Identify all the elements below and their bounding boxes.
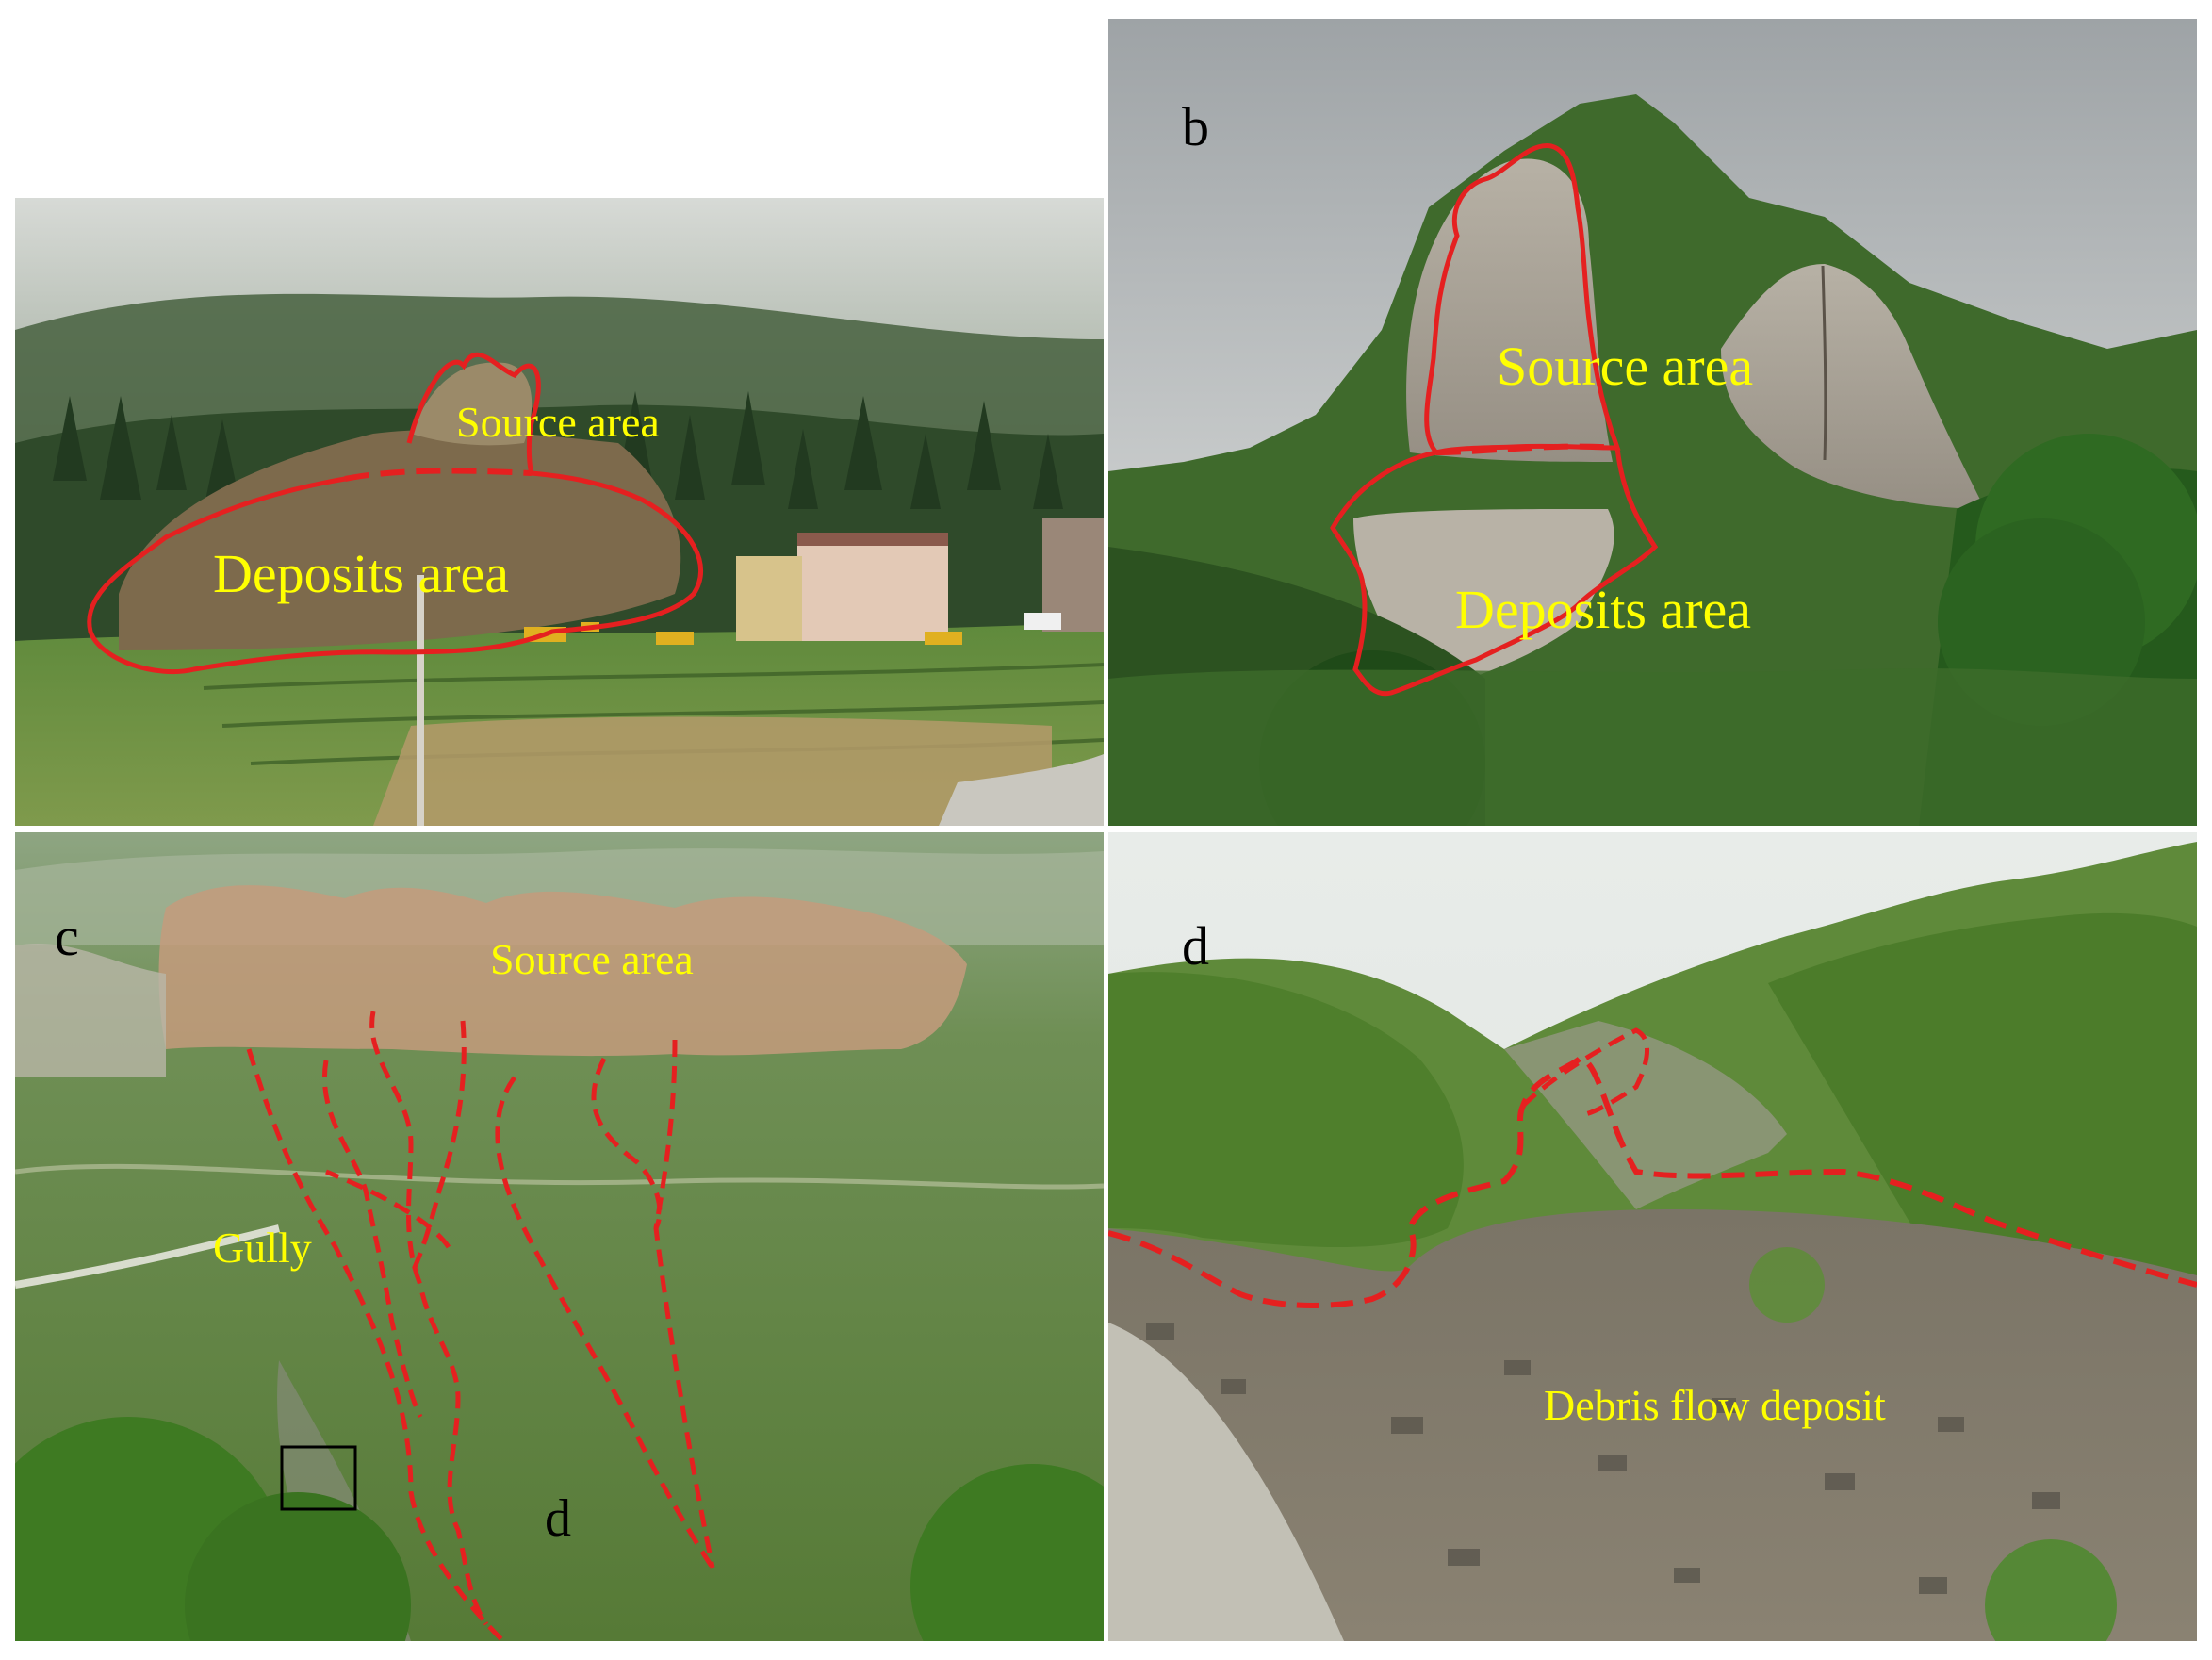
gully-label-c: Gully xyxy=(213,1224,312,1272)
photo-a-scene xyxy=(15,198,1104,826)
deposits-area-outline-a xyxy=(87,470,704,675)
source-deposit-boundary-b xyxy=(1330,447,1659,697)
source-area-outline-a xyxy=(406,352,541,474)
debris-deposit-boundary-d xyxy=(1108,1055,2197,1308)
source-area-outline-b xyxy=(1424,143,1621,455)
source-area-label-b: Source area xyxy=(1497,336,1754,397)
panel-label-c: c xyxy=(55,906,79,967)
photo-c-scene xyxy=(15,832,1104,1641)
photo-b-scene xyxy=(1108,19,2197,826)
zoom-inset-box xyxy=(280,1445,357,1511)
gully-lines-c xyxy=(246,1011,715,1641)
source-area-label-c: Source area xyxy=(490,935,694,983)
deposits-area-label-b: Deposits area xyxy=(1455,579,1752,640)
panel-label-d: d xyxy=(1182,915,1209,977)
photo-panel-d: d Debris flow deposit xyxy=(1108,832,2197,1641)
source-area-label-a: Source area xyxy=(456,398,660,446)
panel-label-b: b xyxy=(1182,96,1209,157)
zoom-inset-label: d xyxy=(545,1489,571,1548)
source-deposit-boundary-a xyxy=(344,468,533,482)
deposits-area-label-a: Deposits area xyxy=(213,543,510,604)
photo-d-scene xyxy=(1108,832,2197,1641)
photo-panel-b: b Source area Deposits area xyxy=(1108,19,2197,826)
photo-panel-c: c Source area Gully d xyxy=(15,832,1104,1641)
debris-flow-deposit-label-d: Debris flow deposit xyxy=(1544,1381,1886,1429)
photo-panel-a: a Source area Deposits area xyxy=(15,198,1104,826)
